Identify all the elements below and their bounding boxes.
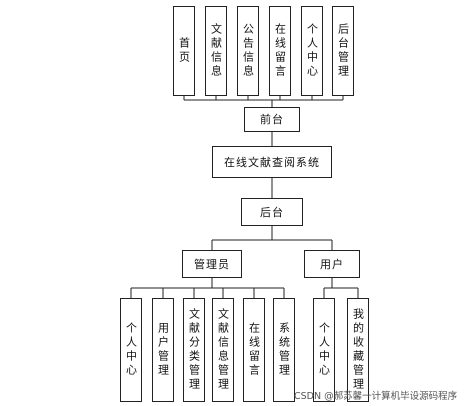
module-home: 首页 (173, 6, 195, 96)
admin-module-system-management: 系统管理 (273, 298, 295, 402)
user-node: 用户 (304, 250, 360, 278)
admin-module-personal-center: 个人中心 (120, 298, 142, 402)
user-module-personal-center: 个人中心 (313, 298, 335, 402)
watermark-text: CSDN @郝苏馨一计算机毕设源码程序 (294, 391, 458, 402)
frontend-node: 前台 (244, 107, 300, 132)
admin-module-literature-management: 文献信息管理 (212, 298, 234, 402)
user-module-favorites-management: 我的收藏管理 (347, 298, 369, 402)
module-personal-center: 个人中心 (301, 6, 323, 96)
admin-module-user-management: 用户管理 (152, 298, 174, 402)
system-node: 在线文献查阅系统 (212, 146, 332, 178)
module-literature-info: 文献信息 (205, 6, 227, 96)
module-online-message: 在线留言 (269, 6, 291, 96)
admin-module-online-message: 在线留言 (243, 298, 265, 402)
module-announcements: 公告信息 (237, 6, 259, 96)
module-backend-admin: 后台管理 (332, 6, 354, 96)
admin-node: 管理员 (182, 250, 242, 278)
backend-node: 后台 (241, 198, 303, 226)
admin-module-category-management: 文献分类管理 (183, 298, 205, 402)
